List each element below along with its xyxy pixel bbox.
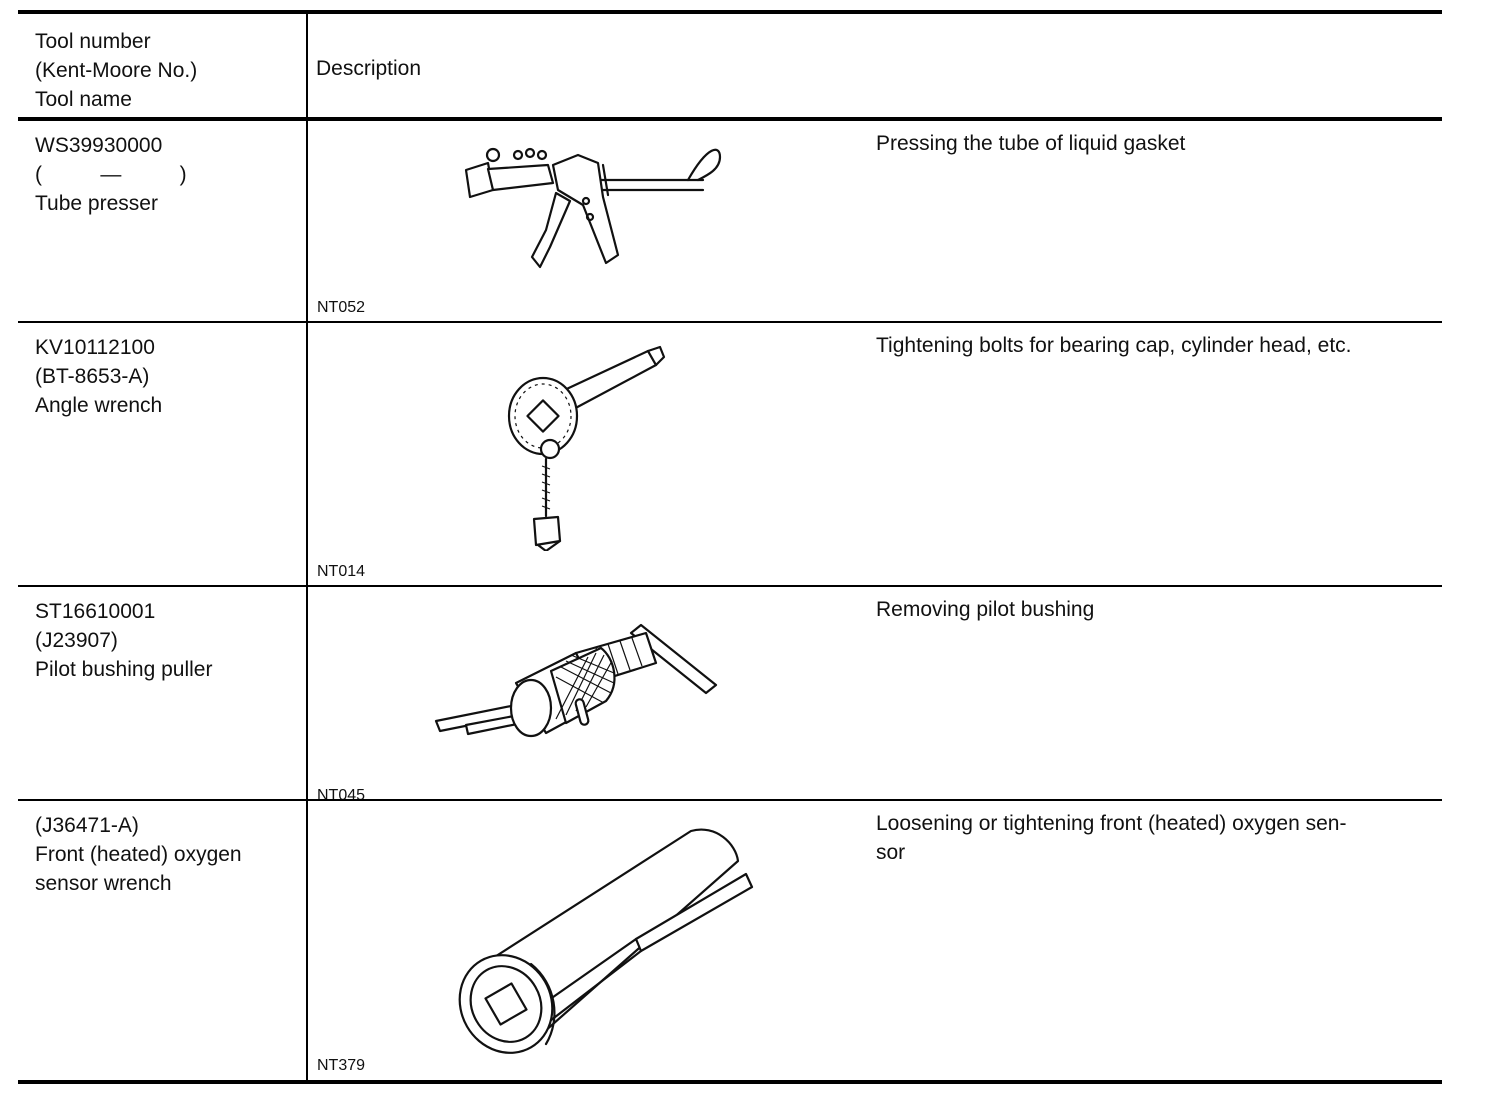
tool-name: Pilot bushing puller	[35, 658, 213, 681]
figure-code: NT379	[317, 1057, 366, 1074]
header-tool-number: Tool number	[35, 30, 151, 53]
tool-description: Loosening or tightening front (heated) o…	[876, 809, 1436, 867]
tool-description-line2: sor	[876, 841, 906, 864]
table-top-rule	[18, 10, 1442, 14]
table-row: ST16610001 (J23907) Pilot bushing puller…	[18, 587, 1442, 804]
tube-presser-icon	[464, 147, 722, 269]
tool-info: (J36471-A) Front (heated) oxygen sensor …	[35, 811, 242, 898]
tool-description: Pressing the tube of liquid gasket	[876, 132, 1186, 155]
column-divider	[306, 14, 308, 1080]
tool-name: sensor wrench	[35, 872, 172, 895]
kent-moore-number: ( — )	[35, 163, 187, 186]
tool-number: KV10112100	[35, 336, 155, 359]
oxygen-sensor-wrench-icon	[458, 828, 754, 1054]
row-rule	[18, 321, 1442, 323]
tool-info: ST16610001 (J23907) Pilot bushing puller	[35, 597, 212, 684]
kent-moore-number: (J23907)	[35, 629, 118, 652]
kent-moore-number: Front (heated) oxygen	[35, 843, 242, 866]
pilot-bushing-puller-icon	[434, 623, 718, 738]
tool-description: Tightening bolts for bearing cap, cylind…	[876, 334, 1352, 357]
table-row: KV10112100 (BT-8653-A) Angle wrench NT01…	[18, 323, 1442, 585]
table-row: WS39930000 ( — ) Tube presser NT052 Pres…	[18, 121, 1442, 321]
row-rule	[18, 799, 1442, 801]
header-tool-name: Tool name	[35, 88, 132, 111]
angle-wrench-icon	[507, 345, 666, 551]
row-rule	[18, 585, 1442, 587]
figure-code: NT014	[317, 563, 366, 580]
header-rule	[18, 117, 1442, 121]
header-description: Description	[316, 57, 422, 80]
tool-number: (J36471-A)	[35, 814, 139, 837]
kent-moore-number: (BT-8653-A)	[35, 365, 150, 388]
figure-code: NT052	[317, 299, 366, 316]
tool-description: Removing pilot bushing	[876, 598, 1095, 621]
header-kent-moore: (Kent-Moore No.)	[35, 59, 198, 82]
tool-name: Angle wrench	[35, 394, 163, 417]
table-row: (J36471-A) Front (heated) oxygen sensor …	[18, 801, 1442, 1080]
tool-name: Tube presser	[35, 192, 158, 215]
table-bottom-rule	[18, 1080, 1442, 1084]
tool-number: WS39930000	[35, 134, 163, 157]
header-tool-column: Tool number (Kent-Moore No.) Tool name	[35, 27, 197, 114]
tool-info: WS39930000 ( — ) Tube presser	[35, 131, 187, 218]
tool-description-line1: Loosening or tightening front (heated) o…	[876, 812, 1347, 835]
tool-info: KV10112100 (BT-8653-A) Angle wrench	[35, 333, 162, 420]
tool-number: ST16610001	[35, 600, 156, 623]
